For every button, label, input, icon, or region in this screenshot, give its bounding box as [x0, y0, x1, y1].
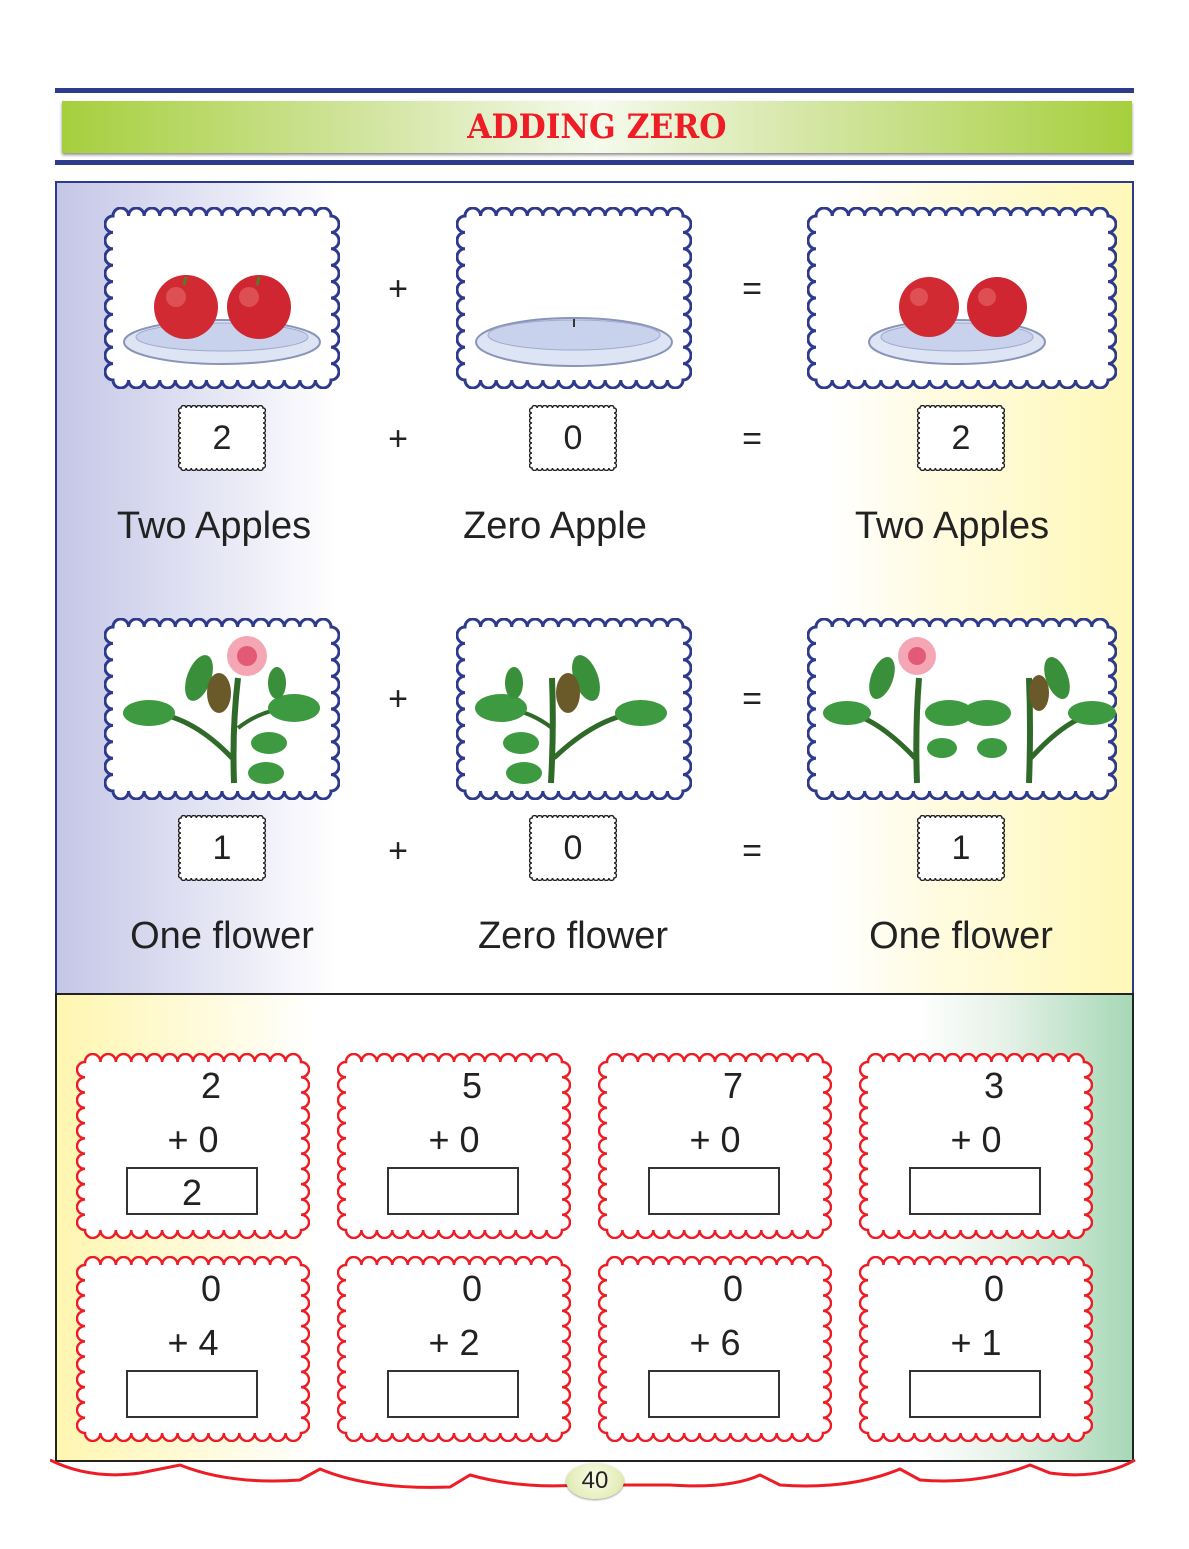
number-box: 1: [178, 815, 266, 881]
addend-top: 7: [722, 1065, 744, 1106]
number-box: 1: [917, 815, 1005, 881]
page-title: ADDING ZERO: [467, 107, 727, 147]
quantity-label: Two Apples: [854, 505, 1050, 547]
stamp-border-path: [529, 815, 617, 881]
stamp-border: [529, 815, 617, 881]
quantity-label: One flower: [869, 915, 1053, 957]
addend-top: 2: [200, 1065, 222, 1106]
answer-box[interactable]: [648, 1167, 780, 1215]
addend-bottom: + 1: [950, 1322, 1002, 1363]
picture-card: [104, 618, 340, 800]
addend-top: 5: [461, 1065, 483, 1106]
addend-top: 0: [983, 1268, 1005, 1309]
answer-box[interactable]: [126, 1370, 258, 1418]
addend-bottom: + 0: [689, 1119, 741, 1160]
plus-sign: +: [388, 680, 408, 718]
plus-sign: +: [388, 832, 408, 870]
addend-top: 0: [200, 1268, 222, 1309]
addend-bottom: + 0: [167, 1119, 219, 1160]
number-box: 2: [917, 405, 1005, 471]
addend-bottom: + 2: [428, 1322, 480, 1363]
number-value: 1: [212, 829, 232, 867]
stamp-border-path: [917, 815, 1005, 881]
equals-sign: =: [742, 270, 762, 308]
exercise-card: 0 + 1: [858, 1255, 1094, 1443]
picture-card: [456, 618, 692, 800]
number-value: 0: [563, 829, 583, 867]
number-box: 2: [178, 405, 266, 471]
rose-plants-one-flower-icon: [823, 637, 1116, 784]
empty-plate-icon: [475, 317, 673, 367]
answer-box[interactable]: 2: [126, 1167, 258, 1215]
stamp-border-path: [917, 405, 1005, 471]
equals-sign: =: [742, 420, 762, 458]
two-apples-on-plate-icon: [123, 275, 321, 365]
exercise-card: 5 + 0: [336, 1052, 572, 1240]
addend-top: 0: [722, 1268, 744, 1309]
stamp-border: [917, 815, 1005, 881]
answer-box[interactable]: [387, 1167, 519, 1215]
picture-card: [807, 618, 1117, 800]
title-banner: ADDING ZERO: [62, 101, 1132, 153]
quantity-label: Zero Apple: [463, 505, 647, 547]
addend-bottom: + 0: [950, 1119, 1002, 1160]
number-value: 2: [212, 419, 232, 457]
answer-box[interactable]: [387, 1370, 519, 1418]
addend-top: 3: [983, 1065, 1005, 1106]
quantity-label: One flower: [130, 915, 314, 957]
picture-card: [104, 207, 340, 389]
stamp-border: [178, 405, 266, 471]
header-rule-top: [55, 88, 1134, 93]
picture-card: [807, 207, 1117, 389]
answer-box[interactable]: [909, 1370, 1041, 1418]
quantity-label: Zero flower: [477, 915, 669, 957]
addend-top: 0: [461, 1268, 483, 1309]
exercise-card: 0 + 2: [336, 1255, 572, 1443]
equals-sign: =: [742, 680, 762, 718]
answer-box[interactable]: [648, 1370, 780, 1418]
header-rule-bottom: [55, 160, 1134, 165]
number-value: 2: [951, 419, 971, 457]
stamp-border-path: [529, 405, 617, 471]
exercise-card: 2 + 0 2: [75, 1052, 311, 1240]
stamp-border-path: [178, 815, 266, 881]
exercise-card: 7 + 0: [597, 1052, 833, 1240]
rose-plant-without-flower-icon: [475, 655, 667, 784]
exercise-card: 0 + 6: [597, 1255, 833, 1443]
exercise-card: 3 + 0: [858, 1052, 1094, 1240]
rose-plant-with-flower-icon: [123, 636, 320, 784]
number-box: 0: [529, 815, 617, 881]
number-value: 1: [951, 829, 971, 867]
number-value: 0: [563, 419, 583, 457]
number-box: 0: [529, 405, 617, 471]
plus-sign: +: [388, 270, 408, 308]
addend-bottom: + 6: [689, 1322, 741, 1363]
stamp-border: [529, 405, 617, 471]
plus-sign: +: [388, 420, 408, 458]
equals-sign: =: [742, 832, 762, 870]
picture-card: [456, 207, 692, 389]
answer-box[interactable]: [909, 1167, 1041, 1215]
exercise-card: 0 + 4: [75, 1255, 311, 1443]
quantity-label: Two Apples: [116, 505, 312, 547]
addend-bottom: + 4: [167, 1322, 219, 1363]
two-apples-on-plate-icon: [868, 277, 1046, 365]
stamp-border: [917, 405, 1005, 471]
page-number: 40: [566, 1463, 624, 1499]
addend-bottom: + 0: [428, 1119, 480, 1160]
stamp-border: [178, 815, 266, 881]
stamp-border-path: [178, 405, 266, 471]
